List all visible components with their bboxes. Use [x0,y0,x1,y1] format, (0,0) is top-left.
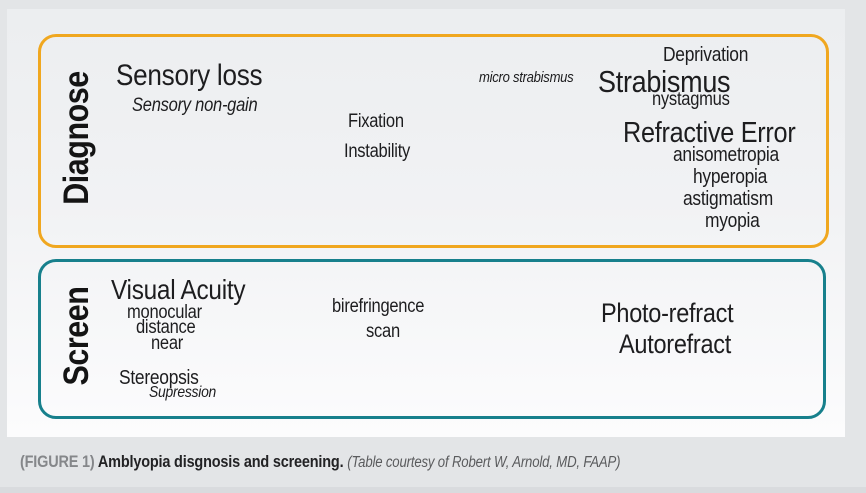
diagnose-item-refractive-error: Refractive Error [623,117,796,149]
screen-item-distance: distance [136,317,196,338]
diagnose-item-sensory-non-gain: Sensory non-gain [132,95,258,116]
screen-item-stereopsis: Stereopsis [119,367,199,389]
diagnose-item-strabismus: Strabismus [598,64,731,99]
diagnose-item-fixation: Fixation [348,111,404,132]
figure-caption: (FIGURE 1) Amblyopia disgnosis and scree… [20,452,621,473]
diagnose-box [38,34,829,248]
screen-item-monocular: monocular [127,302,202,323]
screen-item-visual-acuity: Visual Acuity [111,274,246,305]
figure-panel [7,9,845,437]
diagnose-item-hyperopia: hyperopia [693,166,768,188]
screen-group-label: Screen [57,286,96,386]
screen-item-scan: scan [366,321,400,342]
diagnose-item-micro-strabismus: micro strabismus [479,69,574,86]
figure-caption-title: Amblyopia disgnosis and screening. [97,452,348,471]
diagnose-item-sensory-loss: Sensory loss [116,59,263,92]
figure-caption-tag: (FIGURE 1) [20,452,98,471]
screen-item-near: near [151,333,184,354]
diagnose-item-instability: Instability [344,141,411,162]
page-bottom-edge [0,487,866,493]
diagnose-item-deprivation: Deprivation [663,44,749,66]
diagnose-item-astigmatism: astigmatism [683,188,773,210]
screen-item-autorefract: Autorefract [619,329,732,359]
screen-item-photo-refract: Photo-refract [601,298,734,328]
diagnose-item-myopia: myopia [705,210,760,232]
screen-item-supression: Supression [149,384,217,401]
diagnose-group-label: Diagnose [57,71,96,205]
screen-item-birefringence: birefringence [332,296,425,317]
screen-box [38,259,826,419]
figure-caption-credit: (Table courtesy of Robert W, Arnold, MD,… [347,454,621,471]
diagnose-item-nystagmus: nystagmus [652,89,730,110]
diagnose-item-anisometropia: anisometropia [673,144,779,166]
